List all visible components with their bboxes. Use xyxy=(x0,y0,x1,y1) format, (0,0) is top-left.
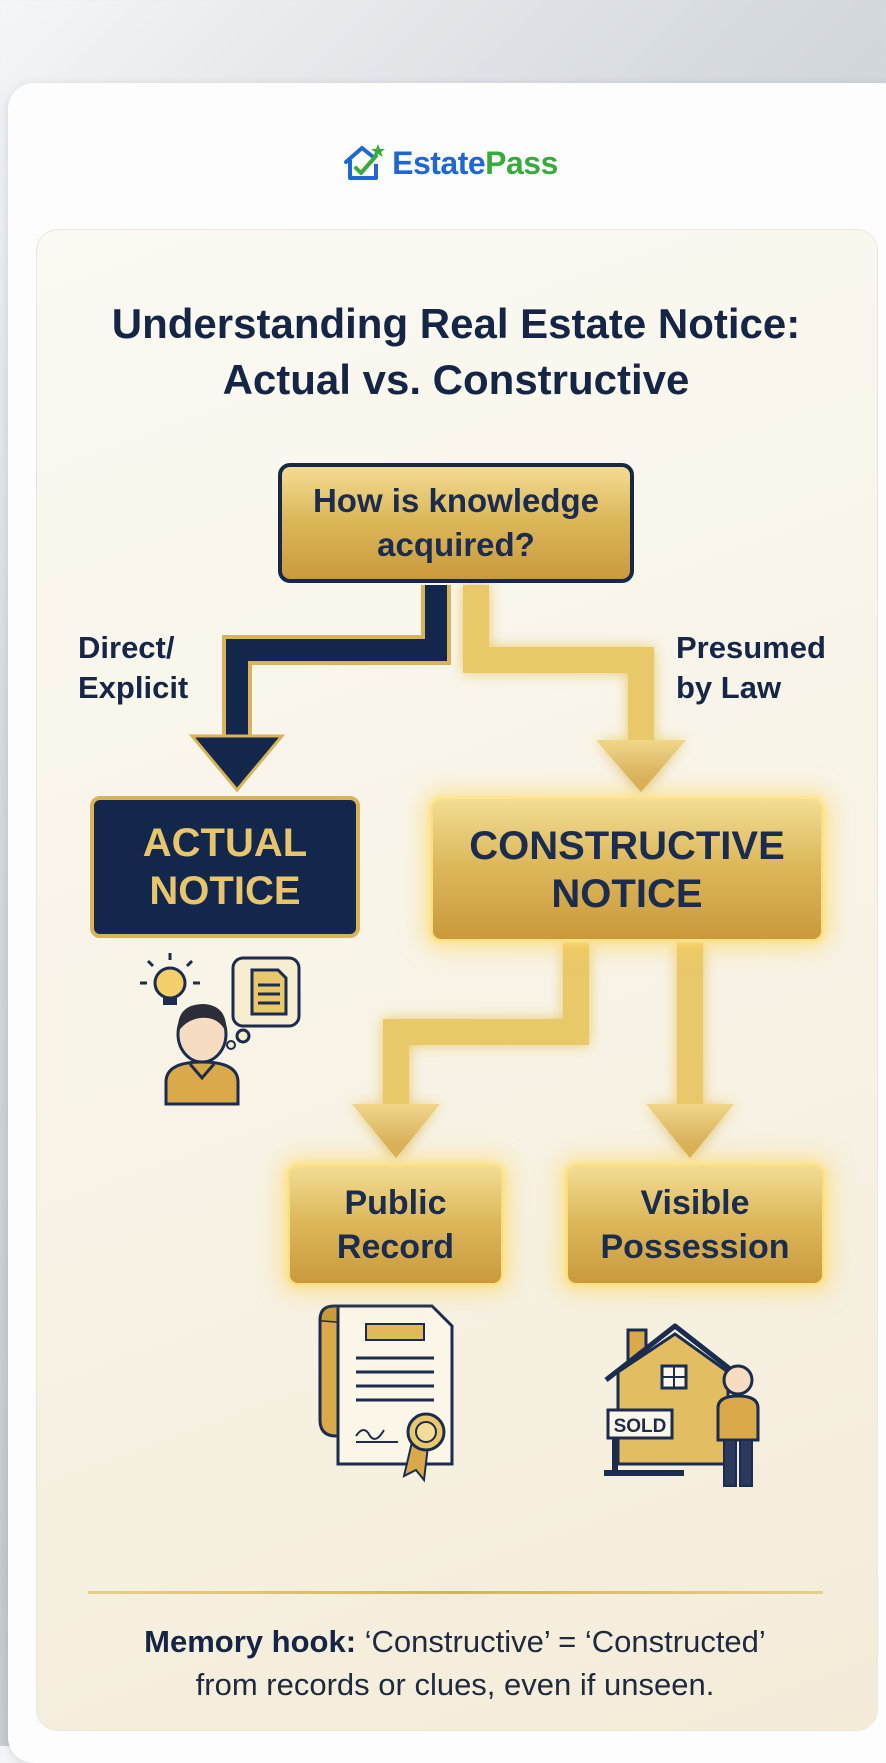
question-line-1: How is knowledge xyxy=(312,482,600,519)
certificate-icon xyxy=(318,1304,454,1483)
constructive-notice-box: CONSTRUCTIVE NOTICE xyxy=(431,799,823,941)
house-star-icon xyxy=(344,144,386,180)
memory-hook-label: Memory hook: xyxy=(144,1624,357,1659)
arrow-to-visible-possession xyxy=(646,942,734,1158)
sold-sign-text: SOLD xyxy=(614,1416,667,1437)
constructive-line-1: CONSTRUCTIVE xyxy=(469,824,785,868)
question-line-2: acquired? xyxy=(377,526,535,563)
right-branch-line-2: by Law xyxy=(676,670,782,705)
actual-notice-box: ACTUAL NOTICE xyxy=(90,796,360,938)
memory-hook-line-1: ‘Constructive’ = ‘Constructed’ xyxy=(356,1624,766,1659)
brand-name-part1: Estate xyxy=(392,144,486,181)
page-title: Understanding Real Estate Notice: Actual… xyxy=(36,296,876,408)
left-branch-label: Direct/ Explicit xyxy=(78,628,188,708)
arrow-to-actual xyxy=(188,585,451,793)
constructive-line-2: NOTICE xyxy=(551,872,703,916)
visible-possession-line-1: Visible xyxy=(640,1184,750,1222)
left-branch-line-1: Direct/ xyxy=(78,630,175,665)
visible-possession-box: Visible Possession xyxy=(566,1165,824,1285)
house-sold-icon: SOLD xyxy=(604,1323,760,1487)
public-record-line-2: Record xyxy=(336,1228,455,1266)
left-branch-line-2: Explicit xyxy=(78,670,189,705)
brand-name-part2: Pass xyxy=(485,144,558,181)
public-record-box: Public Record xyxy=(288,1165,503,1285)
actual-line-2: NOTICE xyxy=(149,869,301,913)
memory-hook-line-2: from records or clues, even if unseen. xyxy=(195,1667,715,1702)
title-line-2: Actual vs. Constructive xyxy=(222,356,690,403)
arrow-to-public-record xyxy=(352,942,589,1158)
divider xyxy=(88,1591,823,1594)
question-box: How is knowledge acquired? xyxy=(278,463,634,583)
person-idea-icon xyxy=(140,953,301,1106)
title-line-1: Understanding Real Estate Notice: xyxy=(111,300,801,347)
brand-logo: EstatePass xyxy=(0,138,886,188)
right-branch-label: Presumed by Law xyxy=(676,628,826,708)
public-record-line-1: Public xyxy=(344,1184,447,1222)
memory-hook: Memory hook: ‘Constructive’ = ‘Construct… xyxy=(60,1620,850,1706)
visible-possession-line-2: Possession xyxy=(600,1228,790,1266)
arrow-to-constructive xyxy=(463,585,686,792)
right-branch-line-1: Presumed xyxy=(676,630,826,665)
actual-line-1: ACTUAL xyxy=(142,821,308,865)
